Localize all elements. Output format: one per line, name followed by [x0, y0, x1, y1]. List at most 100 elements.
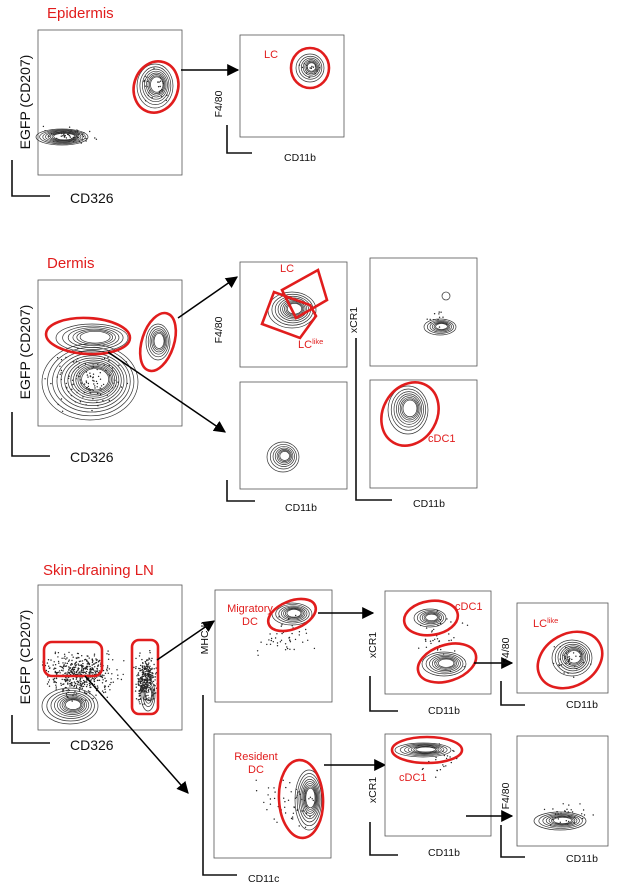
event-dot	[77, 681, 80, 683]
event-dot	[86, 655, 88, 657]
event-dot	[61, 678, 63, 681]
event-dot	[107, 658, 110, 660]
event-dot	[138, 698, 140, 701]
event-dot	[54, 652, 56, 655]
event-dot	[81, 677, 83, 679]
event-dot	[430, 642, 432, 645]
contour-ring	[554, 641, 590, 674]
event-dot	[85, 672, 87, 675]
event-dot	[57, 660, 60, 663]
event-dot	[256, 650, 259, 652]
event-dot	[96, 659, 98, 661]
event-dot	[101, 682, 104, 684]
event-dot	[59, 665, 61, 668]
contour-ring	[42, 130, 84, 144]
event-dot	[63, 657, 65, 659]
gate-resident	[277, 758, 325, 840]
event-dot	[581, 813, 583, 815]
event-dot	[81, 666, 83, 669]
section-title-ln: Skin-draining LN	[43, 562, 154, 579]
event-dot	[280, 639, 283, 641]
event-dot	[148, 673, 151, 675]
event-dot	[142, 675, 145, 677]
event-dot	[95, 661, 98, 664]
event-dot	[139, 685, 141, 687]
axis-corner	[226, 125, 252, 154]
event-dot	[151, 668, 153, 671]
event-dot	[581, 817, 584, 820]
event-dot	[148, 657, 150, 659]
contour-ring	[563, 648, 584, 666]
event-dot	[453, 637, 455, 639]
event-dot	[89, 686, 91, 689]
event-dot	[89, 130, 91, 133]
event-dot	[97, 375, 100, 378]
event-dot	[439, 622, 442, 625]
contour-ring	[402, 399, 418, 418]
event-dot	[88, 682, 91, 685]
contour-ring	[144, 684, 153, 704]
event-dot	[84, 363, 87, 365]
event-dot	[137, 680, 140, 683]
event-dot	[140, 669, 142, 671]
event-dot	[146, 677, 148, 679]
contour-ring	[145, 686, 152, 702]
event-dot	[95, 694, 97, 696]
gate-cdc1	[380, 381, 440, 447]
event-dot	[83, 383, 86, 385]
event-dot	[150, 674, 153, 676]
event-dot	[286, 647, 289, 650]
event-dot	[87, 385, 90, 388]
event-dot	[432, 639, 434, 642]
event-dot	[165, 99, 167, 102]
event-dot	[92, 373, 95, 375]
contour-ring	[304, 786, 316, 810]
event-dot	[75, 661, 78, 663]
event-dot	[431, 631, 433, 633]
event-dot	[94, 385, 96, 387]
y-axis-label: F4/80	[213, 90, 225, 117]
event-dot	[105, 680, 108, 682]
event-dot	[466, 624, 469, 626]
x-axis-label: CD11b	[284, 152, 316, 164]
event-dot	[139, 688, 142, 691]
contour-ring	[301, 781, 319, 817]
event-dot	[107, 685, 110, 688]
event-dot	[71, 700, 73, 702]
event-dot	[89, 375, 92, 378]
event-dot	[135, 683, 137, 685]
event-dot	[284, 649, 287, 651]
event-dot	[155, 667, 157, 669]
event-dot	[100, 385, 103, 387]
gate-ellipse	[138, 311, 178, 373]
event-dot	[94, 670, 96, 672]
event-dot	[289, 641, 292, 643]
event-dot	[62, 135, 64, 137]
event-dot	[73, 681, 76, 683]
contour-ring	[148, 75, 165, 94]
event-dot	[100, 675, 102, 678]
event-dot	[76, 683, 79, 685]
event-dot	[137, 672, 140, 674]
contour-ring	[393, 391, 424, 428]
event-dot	[94, 387, 96, 389]
event-dot	[90, 670, 92, 673]
contour-cluster	[41, 687, 99, 725]
event-dot	[135, 666, 137, 668]
axis-corner	[11, 160, 50, 197]
event-dot	[139, 664, 142, 667]
contour-ring	[279, 451, 290, 461]
event-dot	[435, 756, 437, 759]
event-dot	[143, 672, 145, 674]
event-dot	[425, 627, 428, 629]
event-dot	[571, 811, 574, 813]
event-dot	[151, 657, 153, 660]
axis-corner	[226, 480, 255, 502]
event-dot	[573, 676, 575, 678]
plot-dermis-xcr1-cd11b-bottom: cDC1	[369, 379, 478, 489]
event-dot	[87, 382, 90, 385]
event-dot	[93, 380, 95, 382]
event-dot	[111, 673, 113, 675]
event-dot	[109, 689, 111, 691]
event-dot	[291, 632, 293, 635]
